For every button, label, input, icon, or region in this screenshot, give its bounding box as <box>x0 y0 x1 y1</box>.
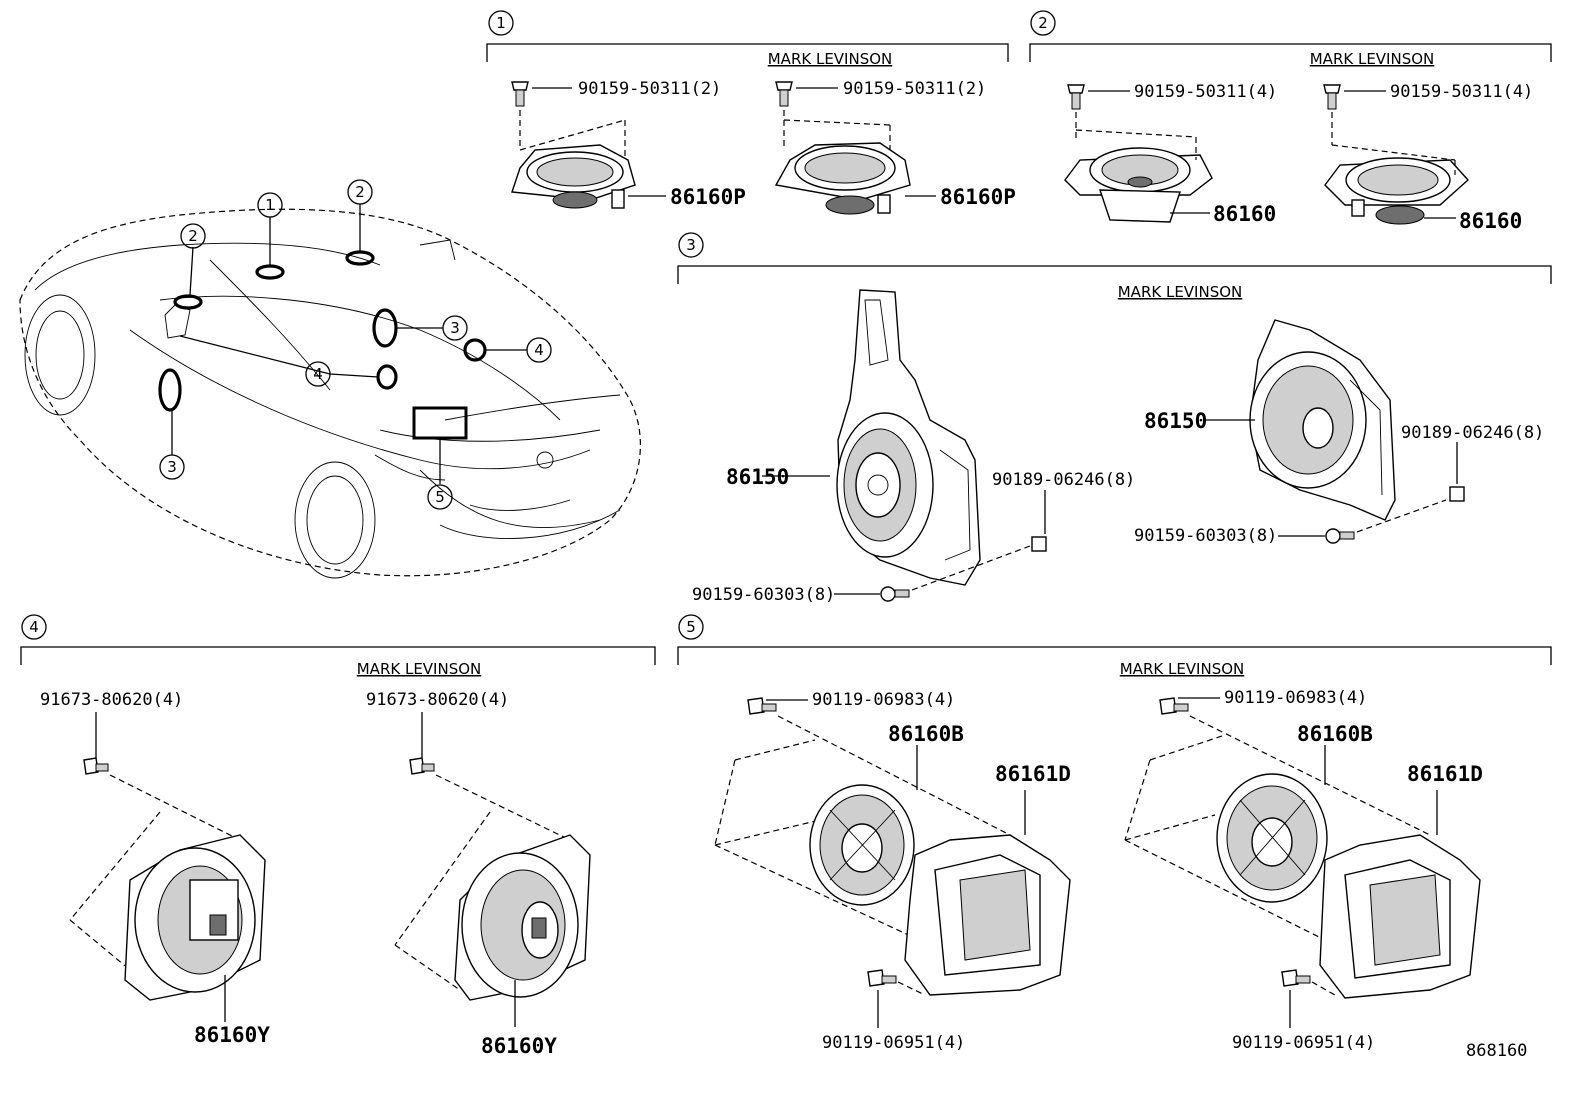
label-86160Y-a: 86160Y <box>194 1023 270 1047</box>
label-86161D-a: 86161D <box>995 762 1071 786</box>
speaker-86160P-a <box>511 144 636 209</box>
label-90159-50311-b: 90159-50311(2) <box>843 79 986 99</box>
section-3: 3 MARK LEVINSON 86150 90189-06246(8) 901… <box>677 232 1552 605</box>
section-2-marker <box>1030 10 1056 36</box>
car-callout-4-left: 4 <box>305 361 331 387</box>
screw-90159-60303-a <box>880 586 910 602</box>
section-5-marker <box>678 614 704 640</box>
label-90159-60303-a: 90159-60303(8) <box>692 585 835 605</box>
car-callout-3-right: 3 <box>442 315 468 341</box>
car-speaker-2-left-ring <box>173 294 203 310</box>
car-callout-3-left: 3 <box>159 454 185 480</box>
label-90159-50311-d: 90159-50311(4) <box>1390 82 1533 102</box>
screw-90119-06951-a <box>867 969 897 987</box>
screw-91673-80620-a <box>83 757 109 775</box>
car-overview: 1 2 2 3 3 4 4 5 <box>19 179 641 579</box>
screw-90119-06951-b <box>1281 969 1311 987</box>
car-callout-4-right-text: 4 <box>534 341 544 359</box>
screw-91673-80620-b <box>409 757 435 775</box>
speaker-86160Y-a <box>124 834 266 1001</box>
label-86150-b: 86150 <box>1144 409 1207 433</box>
label-90159-60303-b: 90159-60303(8) <box>1134 526 1277 546</box>
section-2-number: 2 <box>1038 14 1048 32</box>
section-5-number: 5 <box>686 618 696 636</box>
label-90189-06246-a: 90189-06246(8) <box>992 470 1135 490</box>
car-callout-1-text: 1 <box>265 196 275 214</box>
label-90119-06951-b: 90119-06951(4) <box>1232 1033 1375 1053</box>
label-90159-50311-a: 90159-50311(2) <box>578 79 721 99</box>
section-4-brand: MARK LEVINSON <box>357 660 482 678</box>
label-86160-b: 86160 <box>1459 209 1522 233</box>
label-86160-a: 86160 <box>1213 202 1276 226</box>
speaker-86160Y-b <box>454 834 591 1001</box>
car-speaker-1-ring <box>255 264 285 280</box>
footer-code: 868160 <box>1466 1041 1527 1061</box>
section-2: 2 MARK LEVINSON 90159-50311(4) 86160 <box>1029 10 1552 233</box>
label-91673-80620-b: 91673-80620(4) <box>366 690 509 710</box>
section-2-brand: MARK LEVINSON <box>1310 50 1435 68</box>
label-91673-80620-a: 91673-80620(4) <box>40 690 183 710</box>
section-3-number: 3 <box>686 236 696 254</box>
label-86160B-a: 86160B <box>888 722 964 746</box>
label-86160P-b: 86160P <box>940 185 1016 209</box>
door-speaker-86150-a <box>836 289 981 586</box>
car-speaker-5-ring <box>412 406 468 440</box>
speaker-86160-b <box>1324 157 1469 225</box>
section-1-number: 1 <box>496 14 506 32</box>
screw-90119-06983-b <box>1159 697 1189 715</box>
car-speaker-3-left-ring <box>158 368 182 412</box>
label-86160B-b: 86160B <box>1297 722 1373 746</box>
label-86150-a: 86150 <box>726 465 789 489</box>
label-90159-50311-c: 90159-50311(4) <box>1134 82 1277 102</box>
screw-90119-06983-a <box>747 697 777 715</box>
section-5-brand: MARK LEVINSON <box>1120 660 1245 678</box>
car-callout-2-left-text: 2 <box>188 227 198 245</box>
section-5: 5 MARK LEVINSON 90119-06983(4) 86160B <box>677 614 1552 1053</box>
car-callout-3-left-text: 3 <box>167 458 177 476</box>
label-90119-06951-a: 90119-06951(4) <box>822 1033 965 1053</box>
screw-90159-50311-a <box>511 81 529 107</box>
speaker-86160P-b <box>774 142 911 215</box>
label-86160Y-b: 86160Y <box>481 1034 557 1058</box>
label-86160P-a: 86160P <box>670 185 746 209</box>
label-90189-06246-b: 90189-06246(8) <box>1401 423 1544 443</box>
section-1: 1 MARK LEVINSON 90159-50311(2) 86160P <box>486 10 1016 215</box>
car-speaker-3-right-ring <box>372 308 398 348</box>
screw-90159-50311-b <box>775 81 793 107</box>
screw-90159-50311-c <box>1067 84 1085 110</box>
enclosure-86161D-b <box>1319 834 1481 999</box>
section-3-marker <box>678 232 704 258</box>
section-1-brand: MARK LEVINSON <box>768 50 893 68</box>
enclosure-86161D-a <box>904 834 1071 996</box>
car-callout-5: 5 <box>427 484 453 510</box>
car-callout-4-left-text: 4 <box>313 365 323 383</box>
section-1-marker <box>488 10 514 36</box>
car-callout-2-left: 2 <box>180 223 206 249</box>
clip-90189-06246-a <box>1031 536 1047 552</box>
section-4-number: 4 <box>29 618 39 636</box>
section-4-marker <box>21 614 47 640</box>
car-callout-1: 1 <box>257 192 283 218</box>
car-speaker-4-left-ring <box>376 364 398 390</box>
label-90119-06983-b: 90119-06983(4) <box>1224 688 1367 708</box>
car-callout-3-right-text: 3 <box>450 319 460 337</box>
section-3-brand: MARK LEVINSON <box>1118 283 1243 301</box>
speaker-86160-a <box>1064 147 1213 223</box>
screw-90159-60303-b <box>1325 528 1355 544</box>
woofer-86160B-a <box>809 784 915 906</box>
door-speaker-86150-b <box>1249 319 1396 521</box>
car-callout-5-text: 5 <box>435 488 445 506</box>
clip-90189-06246-b <box>1449 486 1465 502</box>
car-callout-2-right-text: 2 <box>355 183 365 201</box>
screw-90159-50311-d <box>1323 84 1341 110</box>
section-4: 4 MARK LEVINSON 91673-80620(4) 86160Y 91… <box>20 614 656 1058</box>
label-86161D-b: 86161D <box>1407 762 1483 786</box>
woofer-86160B-b <box>1216 773 1328 903</box>
car-callout-2-right: 2 <box>347 179 373 205</box>
car-callout-4-right: 4 <box>526 337 552 363</box>
label-90119-06983-a: 90119-06983(4) <box>812 690 955 710</box>
